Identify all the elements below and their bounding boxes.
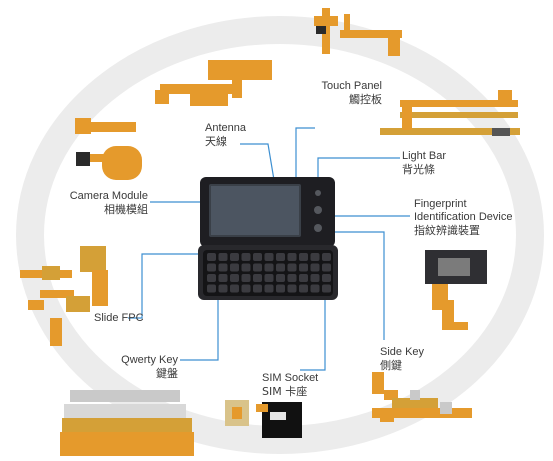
keyboard-key	[287, 263, 297, 272]
label-light-bar: Light Bar 背光條	[402, 150, 446, 176]
keyboard-key	[241, 263, 251, 272]
light-bar-en: Light Bar	[402, 150, 447, 162]
light-bar-fpc	[380, 90, 520, 136]
keyboard-key	[299, 274, 308, 282]
keyboard-key	[207, 284, 216, 293]
fingerprint-zh: 指紋辨識裝置	[414, 224, 480, 237]
label-side-key: Side Key 側鍵	[380, 346, 424, 372]
keyboard-key	[276, 253, 285, 261]
qwerty-key-en: Qwerty Key	[121, 354, 178, 366]
leader-touch-panel	[295, 127, 315, 186]
keyboard-key	[264, 284, 274, 293]
keyboard-key	[322, 274, 331, 282]
phone-keyboard	[207, 253, 331, 293]
antenna-fpc	[155, 60, 272, 106]
keyboard-key	[253, 263, 262, 272]
leader-qwerty	[180, 300, 219, 361]
keyboard-key	[299, 263, 308, 272]
fingerprint-en-line2: Identification Device	[414, 211, 513, 223]
keyboard-key	[310, 284, 320, 293]
keyboard-key	[310, 274, 320, 282]
keyboard-key	[230, 284, 239, 293]
qwerty-key-fpc	[60, 390, 194, 456]
sim-socket-en: SIM Socket	[262, 372, 319, 384]
slide-fpc-en: Slide FPC	[94, 312, 144, 324]
keyboard-key	[230, 253, 239, 261]
leader-slide-fpc	[128, 253, 208, 319]
keyboard-key	[276, 263, 285, 272]
keyboard-key	[276, 284, 285, 293]
label-antenna: Antenna 天線	[205, 122, 246, 148]
sim-socket-zh: SIM 卡座	[262, 385, 308, 398]
keyboard-key	[230, 263, 239, 272]
keyboard-key	[207, 274, 216, 282]
touch-panel-fpc	[314, 8, 402, 56]
background-ring	[16, 16, 544, 454]
camera-module-en: Camera Module	[69, 190, 148, 202]
keyboard-key	[264, 253, 274, 261]
label-camera-module: Camera Module 相機模組	[40, 190, 148, 216]
side-key-fpc	[372, 372, 472, 422]
keyboard-key	[253, 253, 262, 261]
keyboard-key	[287, 284, 297, 293]
keyboard-key	[218, 274, 228, 282]
keyboard-key	[299, 253, 308, 261]
side-key-en: Side Key	[380, 346, 425, 358]
label-qwerty-key: Qwerty Key 鍵盤	[98, 354, 178, 380]
camera-module-zh: 相機模組	[104, 203, 148, 216]
keyboard-key	[241, 274, 251, 282]
side-key-zh: 側鍵	[380, 359, 402, 372]
antenna-en: Antenna	[205, 122, 246, 134]
keyboard-key	[218, 284, 228, 293]
keyboard-key	[322, 263, 331, 272]
label-touch-panel: Touch Panel 觸控板	[300, 80, 382, 106]
touch-panel-zh: 觸控板	[349, 93, 382, 106]
touch-panel-en: Touch Panel	[321, 80, 382, 92]
keyboard-key	[287, 274, 297, 282]
sim-socket-part	[225, 400, 302, 438]
light-bar-zh: 背光條	[402, 163, 435, 176]
keyboard-key	[207, 263, 216, 272]
keyboard-key	[310, 253, 320, 261]
keyboard-key	[310, 263, 320, 272]
keyboard-key	[299, 284, 308, 293]
keyboard-key	[207, 253, 216, 261]
fingerprint-fpc	[425, 250, 487, 330]
keyboard-key	[253, 274, 262, 282]
camera-module-fpc	[75, 118, 142, 180]
antenna-zh: 天線	[205, 135, 227, 148]
slide-fpc	[20, 246, 108, 346]
leader-sim	[300, 300, 326, 371]
keyboard-key	[253, 284, 262, 293]
fingerprint-en-line1: Fingerprint	[414, 198, 467, 210]
label-sim-socket: SIM Socket SIM 卡座	[262, 372, 318, 398]
qwerty-key-zh: 鍵盤	[156, 367, 178, 380]
keyboard-key	[322, 284, 331, 293]
keyboard-key	[241, 253, 251, 261]
keyboard-key	[241, 284, 251, 293]
keyboard-key	[230, 274, 239, 282]
keyboard-key	[218, 253, 228, 261]
keyboard-key	[264, 274, 274, 282]
keyboard-key	[287, 253, 297, 261]
keyboard-key	[218, 263, 228, 272]
leader-side-key	[330, 231, 385, 340]
keyboard-key	[276, 274, 285, 282]
leader-antenna	[240, 143, 276, 187]
label-fingerprint: Fingerprint Identification Device 指紋辨識裝置	[414, 198, 512, 237]
leader-lines	[128, 127, 410, 371]
keyboard-key	[264, 263, 274, 272]
keyboard-key	[322, 253, 331, 261]
label-slide-fpc: Slide FPC	[94, 312, 144, 325]
